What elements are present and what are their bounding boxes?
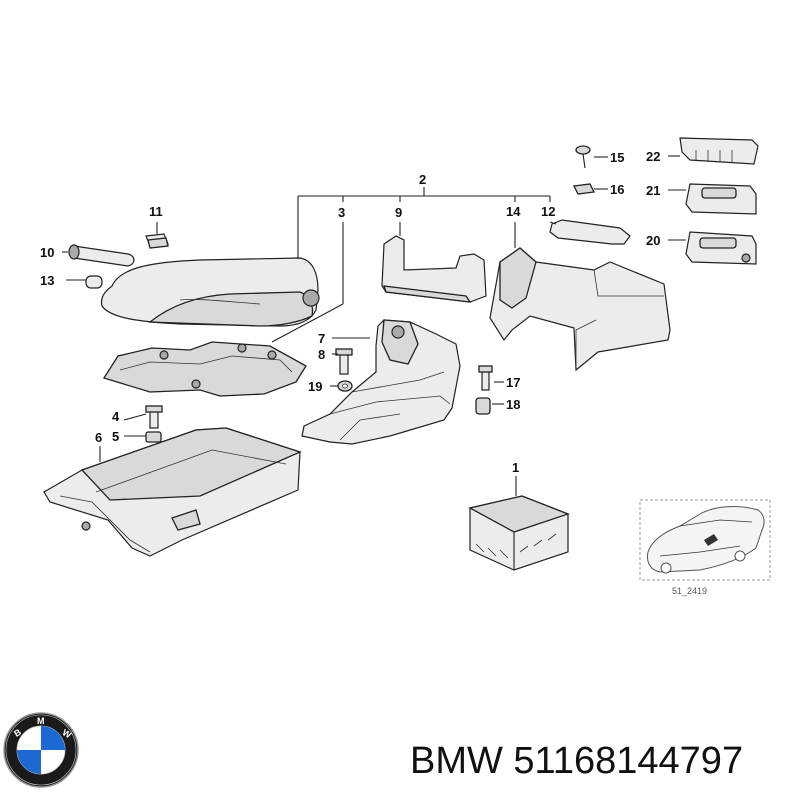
part-11-clip [145, 233, 169, 249]
part-10-pin [68, 244, 135, 267]
part-19-washer [337, 380, 353, 392]
callout-1: 1 [512, 460, 519, 475]
callout-12: 12 [541, 204, 555, 219]
callout-8: 8 [318, 347, 325, 362]
part-17-bolt [478, 365, 493, 391]
svg-text:M: M [37, 716, 45, 726]
part-9-bracket [381, 235, 487, 303]
part-8-bolt [335, 348, 353, 375]
car-location-inset: 51_2419 [639, 499, 771, 596]
callout-19: 19 [308, 379, 322, 394]
part-21-tray [685, 183, 757, 215]
callout-17: 17 [506, 375, 520, 390]
armrest-lid-part [100, 222, 344, 343]
callout-5: 5 [112, 429, 119, 444]
part-6-storage-tray [43, 427, 302, 557]
callout-7: 7 [318, 331, 325, 346]
leader-lines [62, 155, 686, 496]
callout-3: 3 [338, 205, 345, 220]
part-1-control-unit [468, 495, 570, 571]
callout-6: 6 [95, 430, 102, 445]
part-22-tray [679, 137, 759, 165]
bmw-logo: B M W [3, 712, 79, 788]
svg-text:B: B [12, 727, 23, 739]
callout-20: 20 [646, 233, 660, 248]
part-16-clip [573, 183, 595, 195]
part-4-bolt [145, 405, 163, 429]
part-13-sleeve [85, 275, 103, 289]
callout-11: 11 [149, 204, 163, 219]
callout-2: 2 [419, 172, 426, 187]
part-20-tray [685, 231, 757, 265]
callout-2-bracket [297, 187, 551, 262]
brand-part-caption: BMW 51168144797 [410, 740, 744, 782]
lid-tray-part [102, 341, 307, 397]
callout-labels: 1 2 3 4 5 6 7 8 9 10 11 12 13 14 15 16 1… [40, 149, 660, 475]
callout-18: 18 [506, 397, 520, 412]
callout-10: 10 [40, 245, 54, 260]
callout-16: 16 [610, 182, 624, 197]
part-14-side-panel [489, 247, 671, 372]
callout-22: 22 [646, 149, 660, 164]
part-12-cover [549, 219, 631, 245]
location-marker [704, 534, 718, 546]
inset-reference: 51_2419 [672, 586, 707, 596]
callout-4: 4 [112, 409, 120, 424]
callout-15: 15 [610, 150, 624, 165]
callout-14: 14 [506, 204, 521, 219]
part-5-nut [145, 431, 162, 443]
callout-13: 13 [40, 273, 54, 288]
part-7-bracket [301, 319, 461, 445]
part-15-screw [575, 145, 591, 169]
part-18-spacer [475, 397, 491, 415]
callout-21: 21 [646, 183, 660, 198]
callout-9: 9 [395, 205, 402, 220]
